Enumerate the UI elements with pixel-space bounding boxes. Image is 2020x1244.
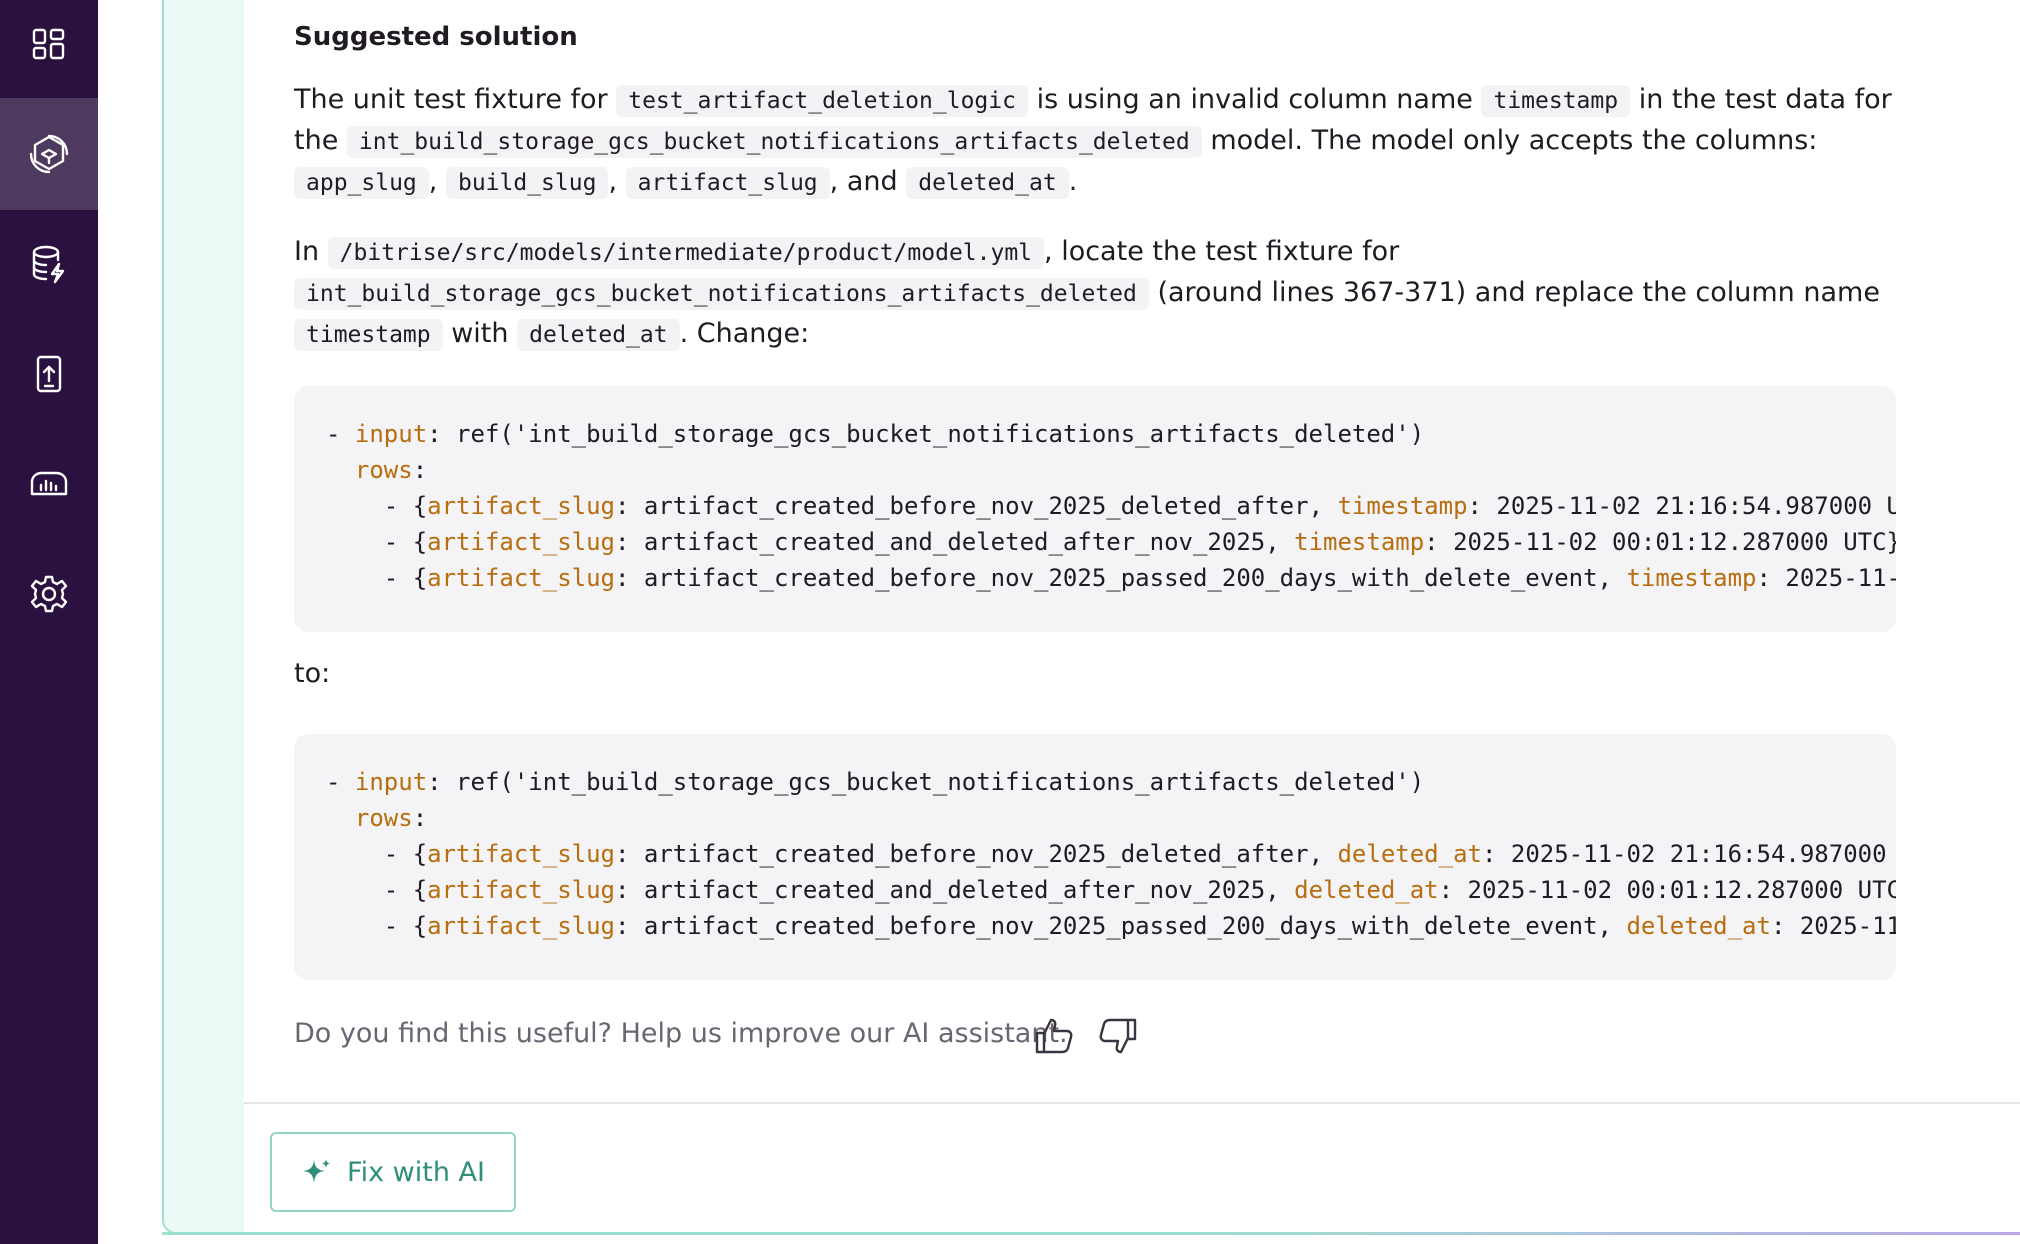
- code-line: - {artifact_slug: artifact_created_and_d…: [383, 876, 1896, 904]
- sidebar-item-ai-insights[interactable]: [0, 98, 98, 210]
- sidebar-item-releases[interactable]: [0, 318, 98, 430]
- code-line: - input: ref('int_build_storage_gcs_buck…: [326, 768, 1425, 796]
- thumbs-down-icon: [1099, 1018, 1137, 1054]
- inline-code: timestamp: [294, 319, 443, 351]
- section-title: Suggested solution: [294, 22, 578, 52]
- code-line: - {artifact_slug: artifact_created_befor…: [383, 492, 1896, 520]
- solution-paragraph-1: The unit test fixture for test_artifact_…: [294, 84, 1892, 199]
- ai-insights-icon: [29, 134, 69, 174]
- code-line: - {artifact_slug: artifact_created_befor…: [383, 564, 1896, 592]
- code-line: rows:: [354, 456, 428, 484]
- inline-code: timestamp: [1481, 85, 1631, 117]
- footer-divider: [244, 1102, 2020, 1104]
- dashboard-grid-icon: [32, 28, 65, 60]
- inline-code: build_slug: [445, 167, 609, 199]
- sidebar-item-settings[interactable]: [0, 538, 98, 650]
- database-bolt-icon: [32, 245, 65, 284]
- sidebar-item-dashboard[interactable]: [0, 0, 98, 100]
- inline-code: int_build_storage_gcs_bucket_notificatio…: [294, 278, 1149, 310]
- analytics-gauge-icon: [30, 471, 68, 496]
- thumbs-up-button[interactable]: [1032, 1014, 1076, 1058]
- fix-with-ai-label: Fix with AI: [347, 1156, 485, 1188]
- solution-paragraph-2: In /bitrise/src/models/intermediate/prod…: [294, 236, 1880, 351]
- code-block-after[interactable]: - input: ref('int_build_storage_gcs_buck…: [294, 734, 1896, 980]
- feedback-prompt: Do you find this useful? Help us improve…: [294, 1018, 1068, 1049]
- sidebar-item-insights[interactable]: [0, 428, 98, 540]
- card-accent-stripe: [164, 0, 244, 1232]
- inline-code: deleted_at: [906, 167, 1069, 199]
- inline-code: int_build_storage_gcs_bucket_notificatio…: [346, 126, 1202, 158]
- code-line: - input: ref('int_build_storage_gcs_buck…: [326, 420, 1425, 448]
- to-label: to:: [294, 658, 331, 689]
- sidebar-item-data[interactable]: [0, 208, 98, 320]
- sidebar-rail: [0, 0, 98, 1244]
- code-line: - {artifact_slug: artifact_created_befor…: [383, 912, 1896, 940]
- code-line: - {artifact_slug: artifact_created_befor…: [383, 840, 1887, 868]
- inline-code: artifact_slug: [625, 167, 830, 199]
- code-line: - {artifact_slug: artifact_created_and_d…: [383, 528, 1896, 556]
- sparkle-icon: [303, 1159, 331, 1183]
- inline-code: deleted_at: [517, 319, 680, 351]
- suggested-solution-card: Suggested solution The unit test fixture…: [162, 0, 2020, 1234]
- inline-code-path: /bitrise/src/models/intermediate/product…: [327, 237, 1045, 269]
- inline-code: app_slug: [294, 167, 429, 199]
- inline-code: test_artifact_deletion_logic: [616, 85, 1028, 117]
- fix-with-ai-button[interactable]: Fix with AI: [270, 1132, 516, 1212]
- thumbs-down-button[interactable]: [1096, 1014, 1140, 1058]
- thumbs-up-icon: [1035, 1018, 1073, 1054]
- mobile-upload-icon: [36, 355, 62, 393]
- code-block-before[interactable]: - input: ref('int_build_storage_gcs_buck…: [294, 386, 1896, 632]
- gear-icon: [30, 575, 68, 613]
- code-line: rows:: [354, 804, 428, 832]
- card-bottom-border: [162, 1232, 2020, 1235]
